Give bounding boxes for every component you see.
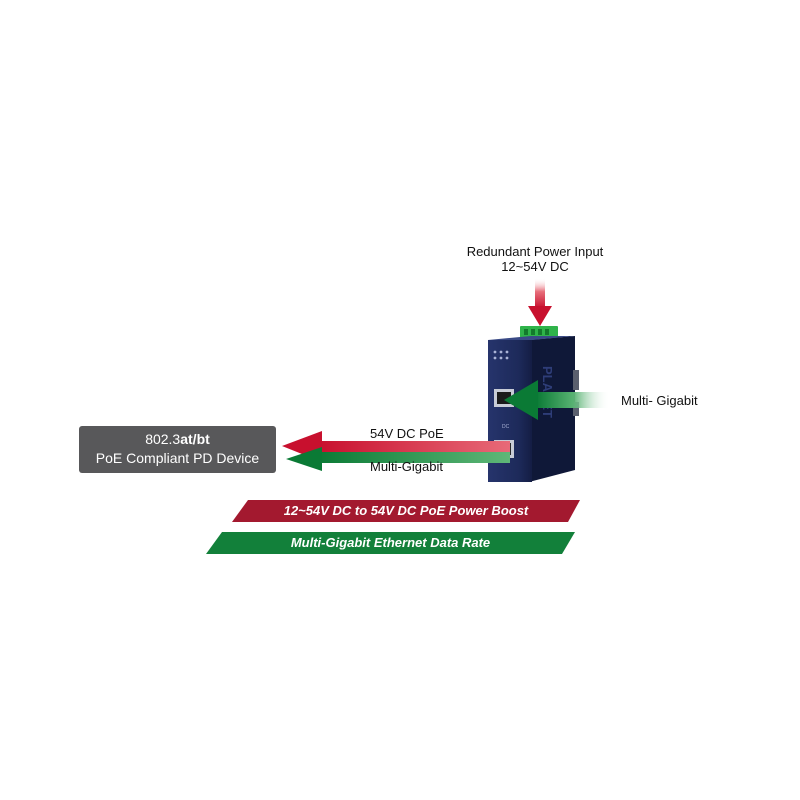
pd-device-standard-suffix: at/bt (180, 431, 210, 447)
power-boost-banner: 12~54V DC to 54V DC PoE Power Boost (283, 503, 529, 518)
pd-device-standard-prefix: 802.3 (145, 431, 181, 447)
pd-device-standard: 802.3at/bt (79, 430, 276, 449)
power-input-arrow (528, 278, 552, 326)
poe-label: 54V DC PoE (370, 426, 444, 441)
device-port-label: DC (502, 424, 510, 430)
pd-device-box: 802.3at/bt PoE Compliant PD Device (79, 426, 276, 473)
data-rate-banner-shape (206, 532, 575, 554)
uplink-data-arrow (504, 380, 610, 420)
power-input-line2: 12~54V DC (501, 259, 569, 274)
power-input-line1: Redundant Power Input (466, 244, 604, 259)
pd-data-arrow (286, 447, 510, 471)
uplink-label: Multi- Gigabit (621, 393, 698, 408)
data-rate-banner: Multi-Gigabit Ethernet Data Rate (290, 535, 491, 550)
power-boost-banner-shape (232, 500, 580, 522)
data-label: Multi-Gigabit (370, 459, 443, 474)
power-input-label: Redundant Power Input 12~54V DC (430, 244, 640, 274)
pd-device-name: PoE Compliant PD Device (95, 450, 260, 466)
